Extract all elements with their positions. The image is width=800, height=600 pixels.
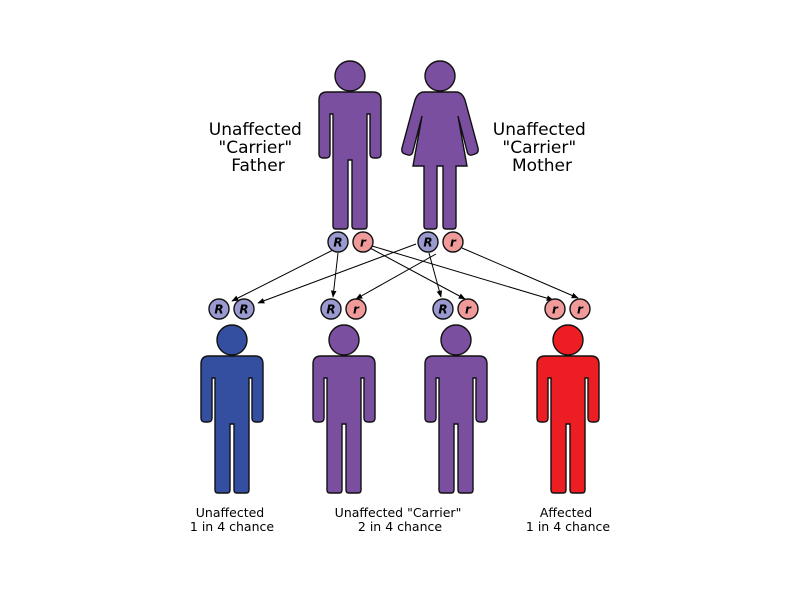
father-figure [318, 60, 382, 230]
arrow-mother-R-to-child1 [257, 243, 417, 304]
svg-text:r: r [353, 303, 360, 317]
mother-figure [401, 60, 479, 230]
child1-figure [200, 324, 264, 494]
mother-allele-2: r [442, 231, 464, 253]
svg-text:R: R [239, 303, 248, 317]
svg-text:R: R [326, 303, 335, 317]
arrow-mother-r-to-child4 [461, 247, 579, 299]
child4-figure [536, 324, 600, 494]
svg-text:R: R [423, 236, 432, 250]
child-label-affected: Affected 1 in 4 chance [526, 505, 610, 534]
svg-text:r: r [360, 236, 367, 250]
child-label-unaffected: Unaffected 1 in 4 chance [190, 505, 274, 534]
child3-alleles: R r [432, 298, 479, 320]
arrow-father-R-to-child1 [231, 249, 334, 302]
svg-text:r: r [465, 303, 472, 317]
inheritance-arrows [231, 243, 579, 304]
arrow-mother-r-to-child2 [355, 253, 437, 300]
arrow-mother-R-to-child3 [428, 252, 443, 298]
child2-alleles: R r [320, 298, 367, 320]
father-allele-1: R [327, 231, 349, 253]
arrow-father-r-to-child3 [369, 247, 466, 300]
arrow-father-R-to-child2 [330, 252, 339, 298]
arrow-father-r-to-child4 [371, 245, 554, 301]
svg-text:R: R [214, 303, 223, 317]
father-label: Unaffected "Carrier" Father [209, 120, 307, 176]
child2-figure [312, 324, 376, 494]
child4-alleles: r r [544, 298, 591, 320]
mother-alleles: R r [417, 231, 464, 253]
father-alleles: R r [327, 231, 374, 253]
svg-text:R: R [438, 303, 447, 317]
svg-text:R: R [333, 236, 342, 250]
child-label-carrier: Unaffected "Carrier" 2 in 4 chance [335, 505, 466, 534]
mother-label: Unaffected "Carrier" Mother [493, 120, 591, 176]
svg-text:r: r [450, 236, 457, 250]
child3-figure [424, 324, 488, 494]
child1-alleles: R R [208, 298, 255, 320]
father-allele-2: r [352, 231, 374, 253]
svg-text:r: r [552, 303, 559, 317]
svg-text:r: r [577, 303, 584, 317]
mother-allele-1: R [417, 231, 439, 253]
